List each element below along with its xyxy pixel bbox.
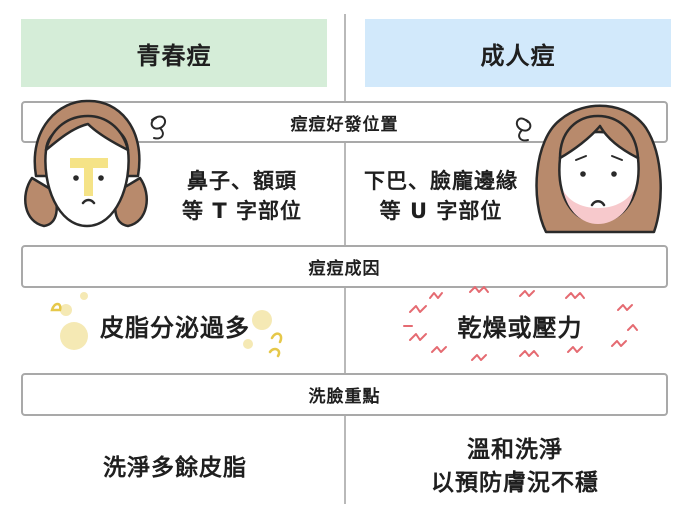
section-acne-cause: 痘痘成因 xyxy=(21,245,668,288)
adult-position-line1: 下巴、臉龐邊緣 xyxy=(364,169,518,193)
adult-position-text: 下巴、臉龐邊緣 等 U 字部位 xyxy=(348,166,534,227)
worry-swirl-icon xyxy=(150,115,167,140)
adult-care-text: 溫和洗淨 以預防膚況不穩 xyxy=(380,434,650,501)
teen-position-line1: 鼻子、額頭 xyxy=(187,169,297,193)
adult-care-line1: 溫和洗淨 xyxy=(467,437,563,463)
worry-swirl-icon xyxy=(515,117,532,142)
adult-position-line2: 等 U 字部位 xyxy=(379,199,503,224)
teen-position-line2: 等 T 字部位 xyxy=(182,199,302,224)
adult-care-line2: 以預防膚況不穩 xyxy=(431,470,599,497)
adult-cause-text: 乾燥或壓力 xyxy=(457,314,583,342)
adult-acne-header: 成人痘 xyxy=(365,19,671,87)
teen-cause-text: 皮脂分泌過多 xyxy=(100,314,250,342)
stress-marks-decoration xyxy=(403,286,638,361)
teen-acne-header: 青春痘 xyxy=(21,19,327,87)
oil-dots-decoration xyxy=(50,292,283,358)
section-washing-tips: 洗臉重點 xyxy=(21,373,668,416)
teen-girl-illustration xyxy=(24,99,148,228)
adult-woman-illustration xyxy=(535,104,662,234)
teen-position-text: 鼻子、額頭 等 T 字部位 xyxy=(172,166,312,227)
teen-care-text: 洗淨多餘皮脂 xyxy=(103,455,247,481)
